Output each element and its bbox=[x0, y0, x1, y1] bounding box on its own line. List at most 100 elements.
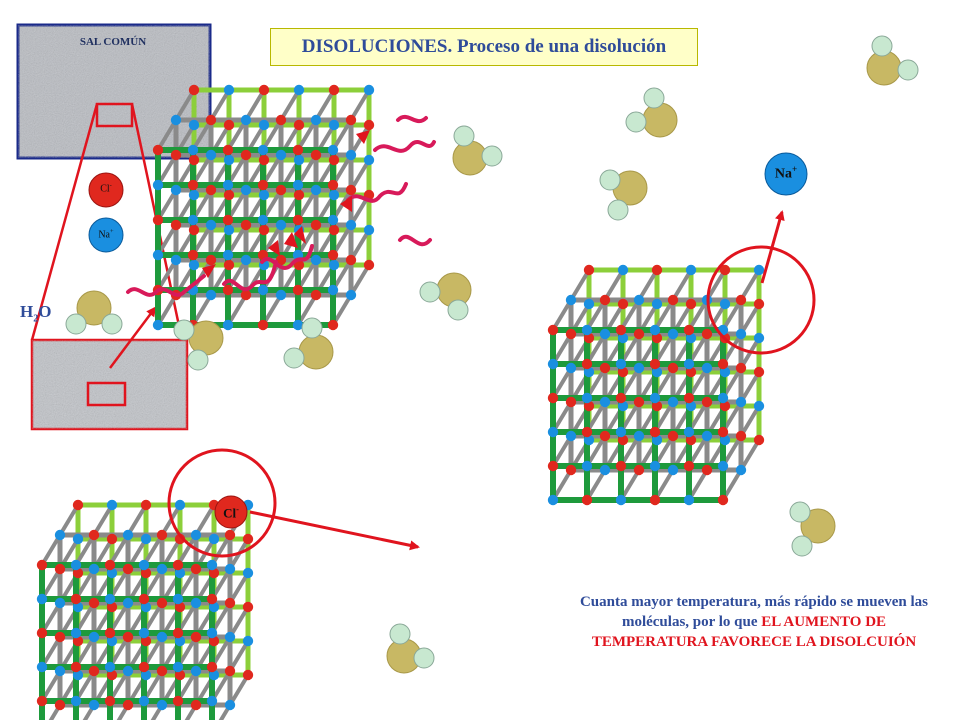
sodium-ion bbox=[633, 294, 645, 306]
chloride-ion bbox=[565, 396, 577, 408]
sodium-ion bbox=[565, 294, 577, 306]
chloride-ion bbox=[363, 119, 375, 131]
water-label-tail: O bbox=[38, 302, 52, 321]
sodium-ion bbox=[174, 567, 186, 579]
chloride-ion bbox=[583, 400, 595, 412]
sodium-ion bbox=[140, 601, 152, 613]
water-hydrogen bbox=[389, 623, 411, 645]
sodium-ion bbox=[257, 284, 269, 296]
chloride-ion bbox=[188, 154, 200, 166]
chloride-ion bbox=[54, 699, 66, 711]
lattice-bond bbox=[244, 88, 266, 122]
chloride-ion bbox=[172, 559, 184, 571]
chloride-ion bbox=[190, 631, 202, 643]
chloride-ion bbox=[735, 362, 747, 374]
sodium-ion bbox=[363, 154, 375, 166]
lattice-bond bbox=[739, 438, 761, 472]
sodium-ion bbox=[88, 699, 100, 711]
chloride-ion bbox=[224, 665, 236, 677]
water-hydrogen bbox=[413, 647, 435, 669]
sodium-ion bbox=[70, 559, 82, 571]
sodium-ion bbox=[327, 144, 339, 156]
chloride-ion bbox=[140, 499, 152, 511]
chloride-ion bbox=[275, 114, 287, 126]
sodium-ion bbox=[292, 179, 304, 191]
water-oxygen bbox=[298, 334, 334, 370]
sodium-ion bbox=[190, 665, 202, 677]
chloride-legend-ion bbox=[88, 172, 124, 208]
chloride-ion bbox=[292, 214, 304, 226]
salt-label: SAL COMÚN bbox=[79, 36, 147, 48]
released-chloride-label: Cl- bbox=[213, 504, 249, 521]
water-hydrogen bbox=[791, 535, 813, 557]
chloride-ion bbox=[547, 460, 559, 472]
chloride-ion bbox=[72, 635, 84, 647]
water-hydrogen bbox=[599, 169, 621, 191]
chloride-ion bbox=[701, 328, 713, 340]
chloride-ion bbox=[719, 400, 731, 412]
chloride-ion bbox=[275, 254, 287, 266]
release-circle-chloride bbox=[167, 448, 277, 558]
water-label-main: H bbox=[20, 302, 34, 321]
lattice-bond bbox=[194, 503, 216, 537]
chloride-ion bbox=[88, 665, 100, 677]
sodium-ion bbox=[617, 332, 629, 344]
sodium-ion bbox=[174, 635, 186, 647]
sodium-ion bbox=[188, 189, 200, 201]
chloride-ion bbox=[633, 464, 645, 476]
sodium-ion bbox=[222, 179, 234, 191]
chloride-ion bbox=[581, 494, 593, 506]
chloride-ion bbox=[599, 294, 611, 306]
chloride-ion bbox=[242, 601, 254, 613]
released-sodium-symbol: Na bbox=[774, 166, 792, 182]
sodium-ion bbox=[170, 184, 182, 196]
chloride-ion bbox=[581, 358, 593, 370]
sodium-ion bbox=[719, 366, 731, 378]
salt-lattice-top bbox=[152, 84, 375, 331]
sodium-ion bbox=[275, 149, 287, 161]
lattice-bond bbox=[705, 268, 727, 302]
sodium-ion bbox=[188, 259, 200, 271]
chloride-legend-label: Cl- bbox=[90, 182, 122, 194]
sodium-ion bbox=[174, 499, 186, 511]
sodium-ion bbox=[753, 332, 765, 344]
chloride-ion bbox=[293, 189, 305, 201]
sodium-ion bbox=[701, 430, 713, 442]
chloride-ion bbox=[205, 114, 217, 126]
chloride-ion bbox=[208, 635, 220, 647]
lattice-bond bbox=[228, 605, 250, 639]
chloride-ion bbox=[187, 179, 199, 191]
water-hydrogen bbox=[173, 319, 195, 341]
chloride-ion bbox=[258, 154, 270, 166]
lattice-bond bbox=[739, 404, 761, 438]
zoom-marker-top bbox=[95, 102, 134, 128]
lattice-bond bbox=[108, 533, 130, 567]
chloride-ion bbox=[651, 264, 663, 276]
lattice-bond bbox=[349, 228, 371, 262]
lattice-bond bbox=[349, 158, 371, 192]
chloride-ion bbox=[224, 529, 236, 541]
sodium-ion bbox=[617, 264, 629, 276]
water-hydrogen bbox=[187, 349, 209, 371]
chloride-ion bbox=[667, 294, 679, 306]
chloride-ion bbox=[753, 434, 765, 446]
chloride-ion bbox=[667, 362, 679, 374]
sodium-ion bbox=[206, 695, 218, 707]
chloride-ion bbox=[293, 119, 305, 131]
released-chloride-symbol: Cl bbox=[223, 505, 237, 521]
chloride-ion bbox=[240, 289, 252, 301]
water-molecule bbox=[419, 272, 472, 321]
sodium-ion bbox=[581, 460, 593, 472]
water-hydrogen bbox=[897, 59, 919, 81]
sodium-ion bbox=[70, 695, 82, 707]
sodium-ion bbox=[293, 154, 305, 166]
chloride-ion bbox=[547, 392, 559, 404]
chloride-ion bbox=[363, 259, 375, 271]
sodium-ion bbox=[328, 259, 340, 271]
released-sodium-label: Na+ bbox=[766, 164, 806, 183]
sodium-ion bbox=[190, 529, 202, 541]
chloride-ion bbox=[223, 189, 235, 201]
sodium-ion bbox=[633, 430, 645, 442]
sodium-ion bbox=[170, 114, 182, 126]
thermal-arrows bbox=[202, 130, 370, 278]
